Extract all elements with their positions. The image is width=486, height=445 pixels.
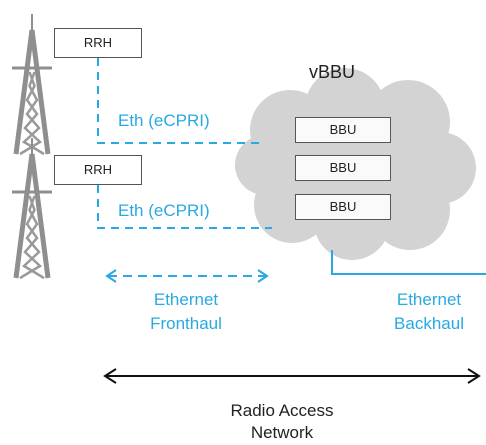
fronthaul-label-2: Eth (eCPRI) — [118, 201, 210, 220]
fronthaul-caption-line2: Fronthaul — [150, 314, 222, 333]
double-arrow-icon — [103, 368, 481, 384]
bbu-box-2: BBU — [295, 155, 391, 181]
backhaul-link — [331, 250, 486, 275]
backhaul-caption-line2: Backhaul — [394, 314, 464, 333]
fronthaul-caption-line1: Ethernet — [153, 290, 219, 309]
fronthaul-link-2 — [97, 185, 272, 229]
bbu-box-3: BBU — [295, 194, 391, 220]
bbu-box-1: BBU — [295, 117, 391, 143]
rrh-box-2: RRH — [54, 155, 142, 185]
vbbu-title: vBBU — [309, 62, 356, 82]
fronthaul-label-1: Eth (eCPRI) — [118, 111, 210, 130]
fronthaul-arrow-icon — [105, 269, 269, 283]
ran-caption: Radio Access Network — [202, 400, 362, 444]
rrh-box-1: RRH — [54, 28, 142, 58]
cell-tower-icon — [12, 138, 52, 278]
backhaul-caption-line1: Ethernet — [396, 290, 462, 309]
backhaul-caption: Ethernet Backhaul — [372, 288, 486, 336]
fronthaul-link-1 — [97, 58, 262, 144]
ran-caption-line2: Network — [250, 423, 314, 442]
fronthaul-caption: Ethernet Fronthaul — [126, 288, 246, 336]
cell-tower-icon — [12, 14, 52, 154]
ran-caption-line1: Radio Access — [230, 401, 334, 420]
